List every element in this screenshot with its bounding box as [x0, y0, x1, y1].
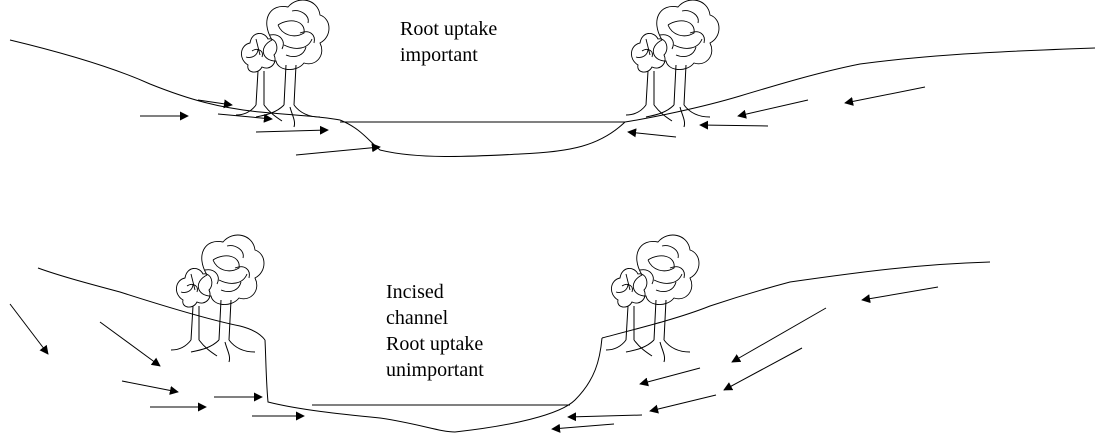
arrow	[639, 367, 701, 387]
arrow	[627, 128, 677, 138]
lower-ground-right	[601, 261, 991, 339]
lower-panel: Incised channel Root uptake unimportant	[9, 234, 991, 433]
upper-panel: Root uptake important	[9, 0, 1096, 157]
arrow	[731, 307, 827, 363]
lower-bank-left	[264, 339, 456, 433]
arrow	[99, 321, 161, 367]
lower-ground-left	[37, 267, 266, 341]
arrow	[861, 286, 939, 304]
upper-ground-right	[624, 47, 1096, 123]
upper-label-line2: important	[400, 44, 478, 66]
lower-left-trees	[170, 234, 265, 363]
arrow	[551, 423, 615, 433]
arrow	[844, 86, 926, 106]
lower-right-trees	[605, 234, 700, 363]
lower-label-line1: Incised	[386, 281, 444, 303]
arrow	[723, 347, 803, 391]
lower-label-line2: channel	[386, 307, 449, 329]
upper-label-line1: Root uptake	[400, 18, 497, 40]
arrow	[9, 303, 49, 355]
arrow	[567, 412, 643, 422]
arrow	[649, 394, 717, 414]
arrow	[121, 380, 179, 395]
upper-left-trees	[235, 0, 330, 128]
arrow	[197, 99, 233, 109]
arrow	[295, 143, 381, 156]
arrow	[699, 120, 769, 130]
lower-bank-right	[454, 337, 603, 433]
arrow	[737, 99, 809, 119]
upper-channel-bed	[339, 119, 626, 157]
arrow	[217, 113, 273, 123]
upper-right-trees	[625, 0, 720, 128]
lower-label-line4: unimportant	[386, 359, 484, 381]
lower-label-line3: Root uptake	[386, 333, 483, 355]
upper-ground-left	[9, 39, 341, 121]
arrow	[255, 125, 329, 135]
